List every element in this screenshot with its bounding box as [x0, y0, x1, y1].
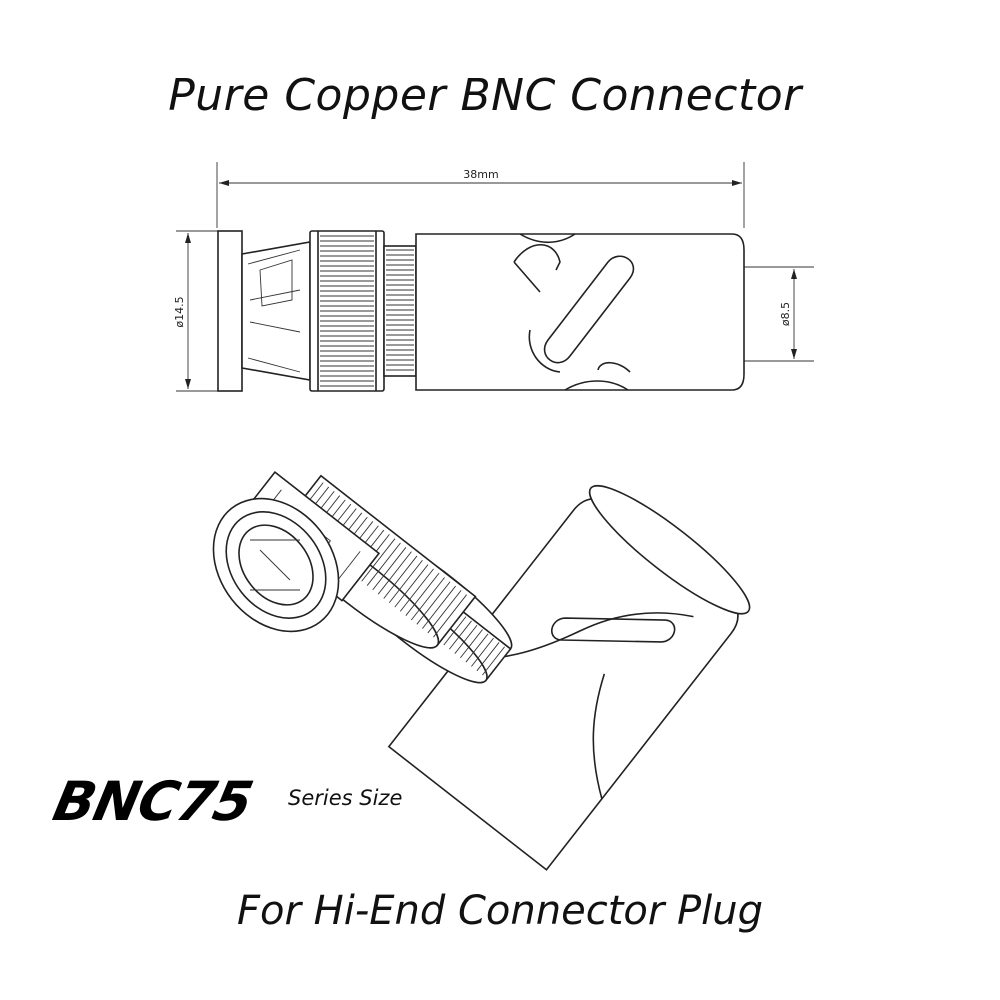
- main-body: [415, 233, 745, 391]
- series-brand: BNC75: [48, 770, 258, 833]
- length-dimension: 38mm: [216, 162, 745, 228]
- head-diameter-dimension: ø14.5: [173, 230, 218, 392]
- length-label: 38mm: [463, 168, 498, 181]
- footer-caption: For Hi-End Connector Plug: [237, 888, 763, 934]
- perspective-head: [212, 497, 340, 633]
- tail-diameter-dimension: ø8.5: [744, 266, 814, 362]
- front-flange: [217, 230, 243, 392]
- series-suffix: Series Size: [288, 786, 403, 810]
- head-diameter-label: ø14.5: [173, 296, 186, 327]
- diagonal-slot: [543, 255, 635, 364]
- tail-diameter-label: ø8.5: [779, 302, 792, 326]
- perspective-slot: [551, 617, 676, 643]
- side-view-connector: [217, 230, 745, 392]
- diagram-title: Pure Copper BNC Connector: [168, 70, 802, 121]
- perspective-connector: [212, 470, 751, 871]
- small-ring: [383, 245, 417, 377]
